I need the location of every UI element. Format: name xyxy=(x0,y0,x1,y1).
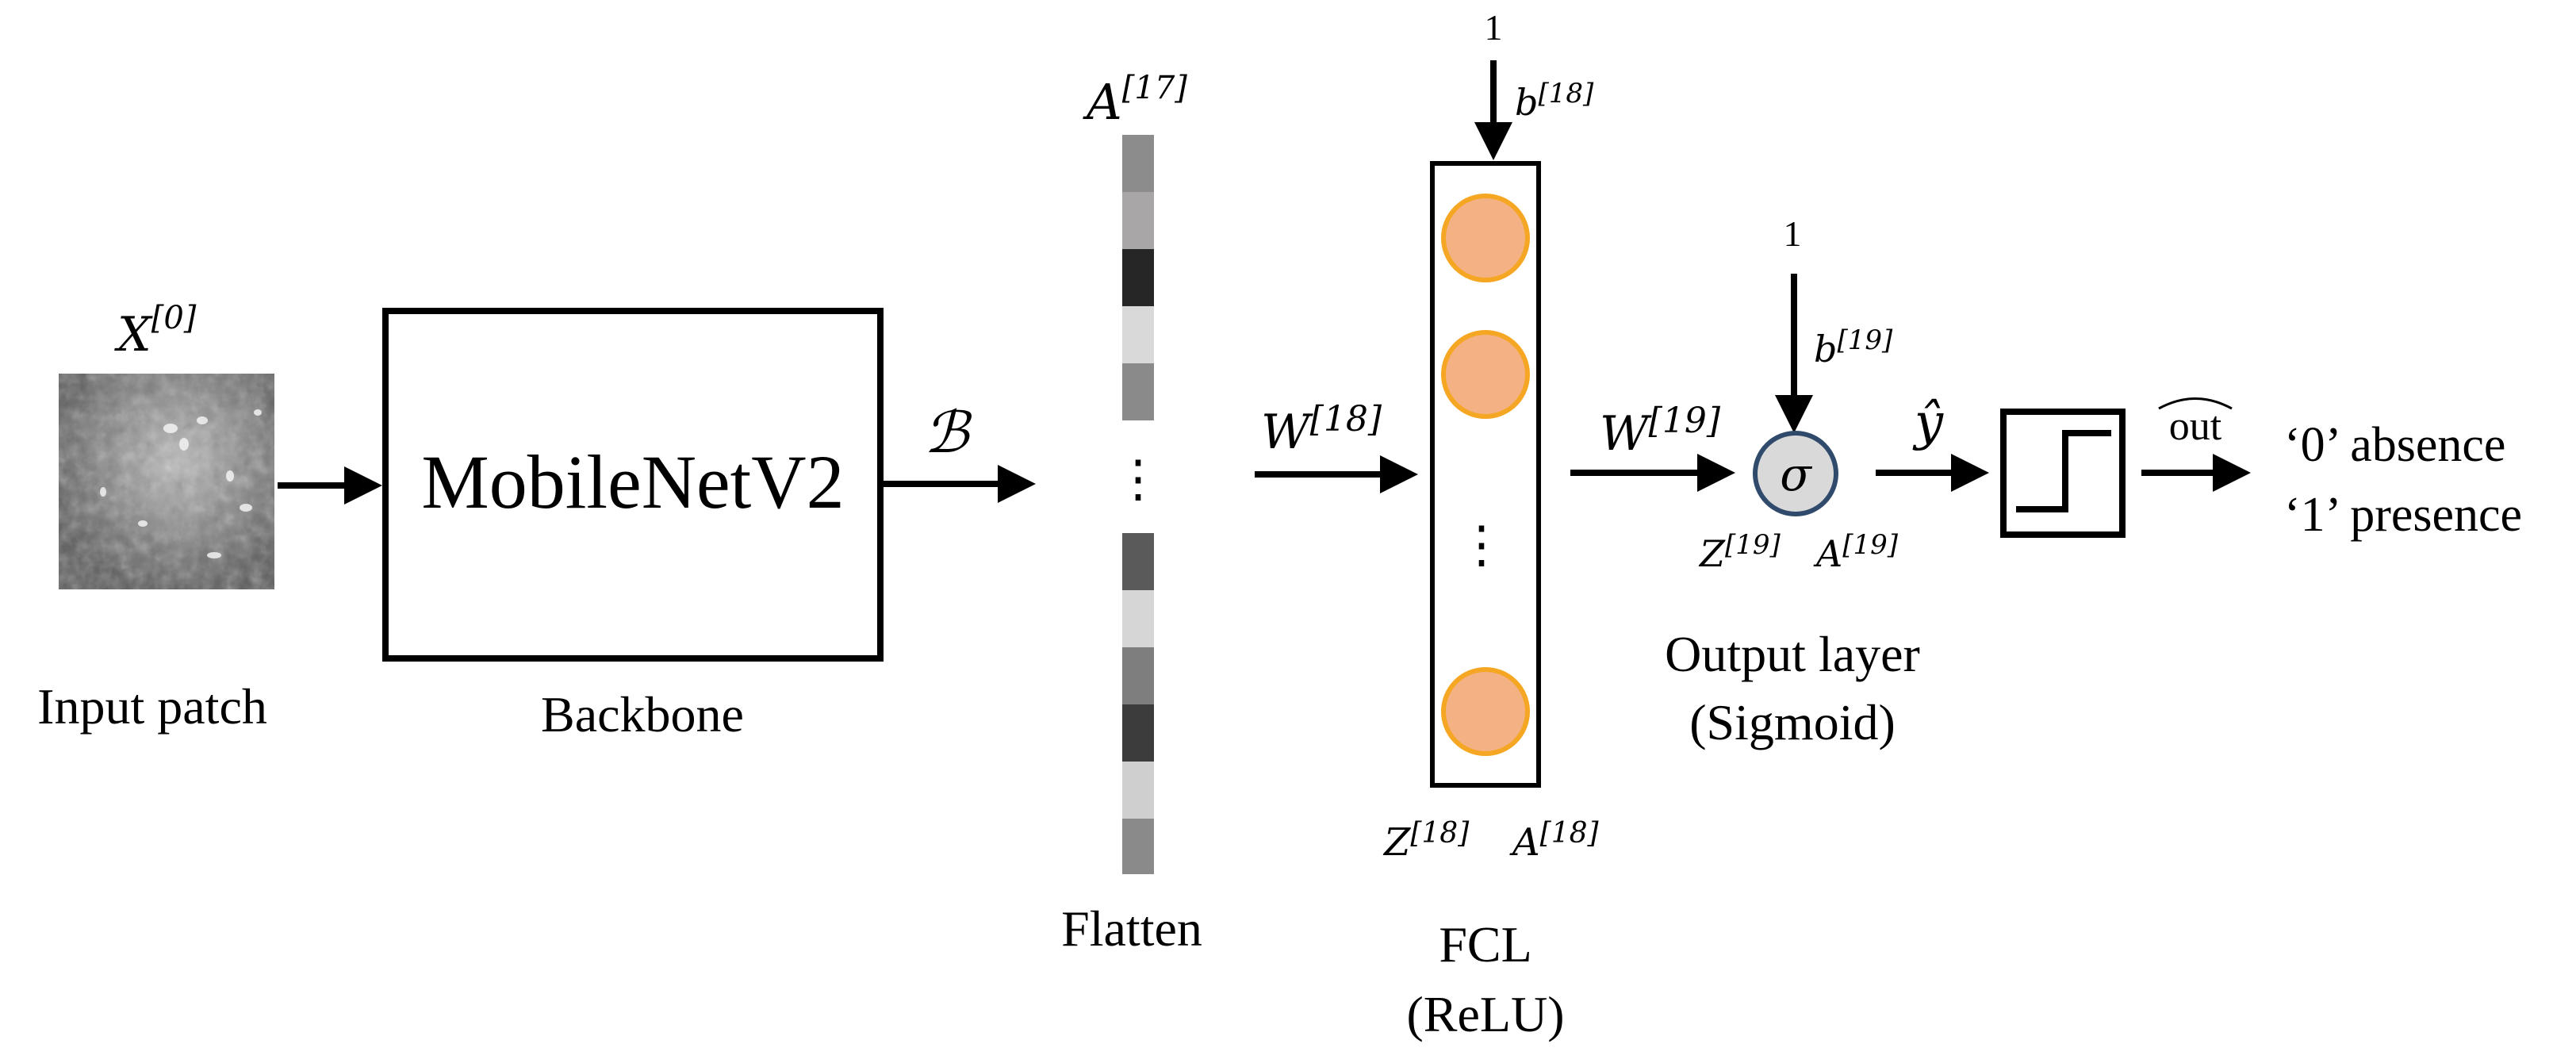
backbone-output-symbol: ℬ xyxy=(924,399,972,466)
output-caption-line2: (Sigmoid) xyxy=(1689,694,1896,750)
hat-mark xyxy=(2158,397,2233,410)
flatten-vector xyxy=(1122,135,1154,874)
threshold-block xyxy=(2000,409,2126,538)
fcl-caption-line2: (ReLU) xyxy=(1406,986,1564,1042)
flatten-section: A[17] ⋮ Flatten xyxy=(1061,70,1202,957)
fcl-neuron xyxy=(1441,667,1530,756)
fcl-weight-label: W[18] xyxy=(1261,399,1382,460)
fcl-z-label: Z[18] xyxy=(1382,817,1470,865)
input-patch-image xyxy=(59,374,274,589)
fcl-a-label: A[18] xyxy=(1509,817,1600,865)
fcl-caption-line1: FCL xyxy=(1439,916,1531,973)
input-caption: Input patch xyxy=(37,678,267,735)
sigmoid-symbol: σ xyxy=(1780,447,1812,501)
backbone-box xyxy=(382,308,884,662)
output-bias-input: 1 xyxy=(1784,213,1802,254)
fcl-neuron xyxy=(1441,330,1530,419)
fcl-section: 1 b[18] ⋮ Z[18] A[18] FCL (ReLU) xyxy=(1382,7,1600,1042)
class-label-presence: ‘1’ presence xyxy=(2284,488,2522,542)
fcl-neuron xyxy=(1441,194,1530,282)
prediction-symbol: ŷ xyxy=(1912,393,1944,452)
output-z-label: Z[19] xyxy=(1698,529,1781,575)
sigmoid-neuron xyxy=(1753,431,1838,516)
flatten-symbol: A[17] xyxy=(1083,70,1187,131)
backbone-name: MobileNetV2 xyxy=(421,439,844,524)
output-a-label: A[19] xyxy=(1813,529,1899,575)
threshold-output-symbol: out xyxy=(2169,404,2222,449)
fcl-bias-input: 1 xyxy=(1485,7,1503,48)
class-labels: ‘0’ absence ‘1’ presence xyxy=(2284,418,2522,542)
flatten-ellipsis: ⋮ xyxy=(1113,450,1163,508)
fcl-ellipsis: ⋮ xyxy=(1456,516,1507,574)
output-caption-line1: Output layer xyxy=(1665,626,1920,682)
fcl-bias-label: b[18] xyxy=(1515,78,1594,124)
output-layer-section: 1 b[19] σ Z[19] A[19] Output layer (Sigm… xyxy=(1665,213,1920,750)
class-label-absence: ‘0’ absence xyxy=(2284,418,2505,472)
step-function-icon xyxy=(2016,430,2111,512)
input-section: X[0] Input patch xyxy=(37,300,274,735)
threshold-output-label: out xyxy=(2158,397,2233,449)
output-bias-label: b[19] xyxy=(1814,324,1893,370)
backbone-caption: Backbone xyxy=(541,686,744,742)
backbone-section: MobileNetV2 Backbone xyxy=(382,308,884,742)
input-symbol: X[0] xyxy=(114,300,197,363)
flatten-caption: Flatten xyxy=(1061,900,1202,957)
output-weight-label: W[19] xyxy=(1600,401,1721,462)
